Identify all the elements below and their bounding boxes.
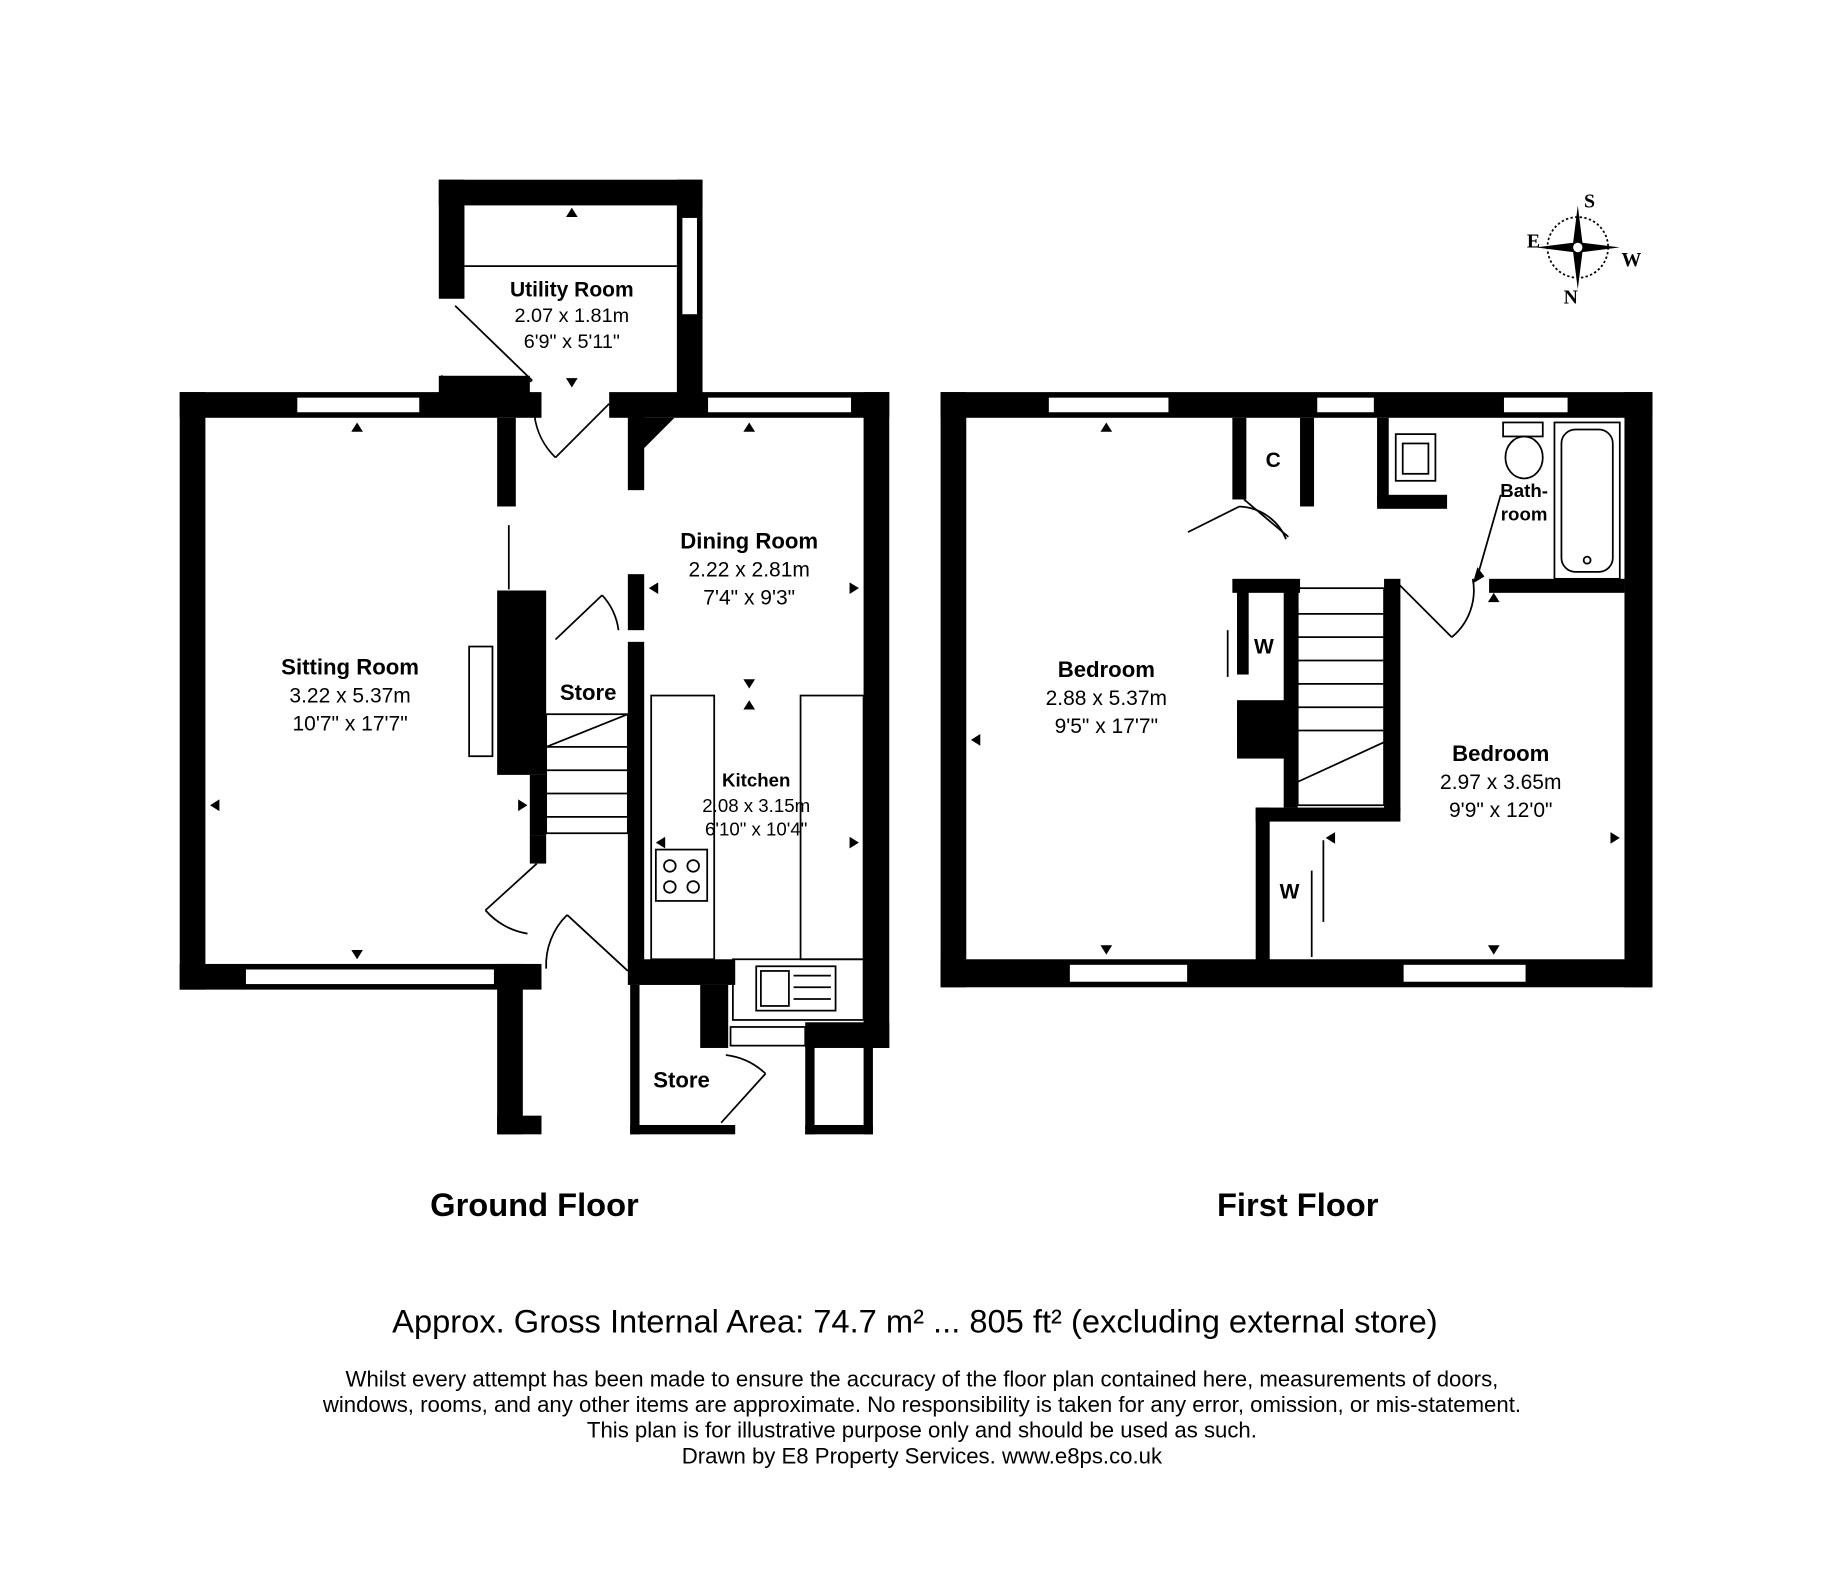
dining-room-name: Dining Room (680, 528, 818, 553)
dining-room-metric: 2.22 x 2.81m (689, 558, 810, 581)
compass-south-label: S (1584, 191, 1595, 213)
bedroom-right-imperial: 9'9" x 12'0" (1449, 799, 1553, 822)
compass-east-label: E (1527, 230, 1540, 252)
ground-floor-plan (179, 179, 890, 1135)
disclaimer-line-4: Drawn by E8 Property Services. www.e8ps.… (682, 1443, 1163, 1468)
disclaimer-line-3: This plan is for illustrative purpose on… (587, 1418, 1257, 1443)
bathroom-name-2: room (1501, 503, 1548, 524)
bedroom-right-metric: 2.97 x 3.65m (1440, 771, 1561, 794)
dining-room-imperial: 7'4" x 9'3" (703, 587, 795, 610)
utility-room-metric: 2.07 x 1.81m (515, 305, 630, 327)
sitting-room-name: Sitting Room (281, 655, 419, 680)
cupboard-label: C (1266, 449, 1281, 472)
store-outer-name: Store (653, 1068, 710, 1093)
disclaimer-line-1: Whilst every attempt has been made to en… (346, 1366, 1499, 1391)
kitchen-metric: 2.08 x 3.15m (702, 795, 810, 816)
bedroom-left-metric: 2.88 x 5.37m (1046, 687, 1167, 710)
sitting-room-metric: 3.22 x 5.37m (289, 685, 410, 708)
first-floor-title: First Floor (1217, 1186, 1379, 1223)
bedroom-right-name: Bedroom (1452, 741, 1549, 766)
compass-north-label: N (1564, 286, 1579, 308)
store-inner-name: Store (560, 680, 617, 705)
utility-room-name: Utility Room (510, 278, 634, 301)
gross-area: Approx. Gross Internal Area: 74.7 m² ...… (392, 1303, 1437, 1340)
ground-floor-title: Ground Floor (430, 1186, 639, 1223)
compass-west-label: W (1622, 249, 1642, 271)
sitting-room-imperial: 10'7" x 17'7" (293, 713, 408, 736)
kitchen-imperial: 6'10" x 10'4" (705, 819, 807, 840)
kitchen-name: Kitchen (722, 770, 790, 791)
wardrobe-1-label: W (1254, 636, 1274, 659)
bathroom-name-1: Bath- (1500, 480, 1548, 501)
compass-icon (1535, 205, 1620, 290)
bedroom-left-name: Bedroom (1058, 657, 1155, 682)
utility-room-imperial: 6'9" x 5'11" (524, 331, 620, 353)
bedroom-left-imperial: 9'5" x 17'7" (1055, 715, 1159, 738)
wardrobe-2-label: W (1280, 881, 1300, 904)
disclaimer-line-2: windows, rooms, and any other items are … (322, 1392, 1521, 1417)
first-floor-plan (940, 392, 1653, 988)
